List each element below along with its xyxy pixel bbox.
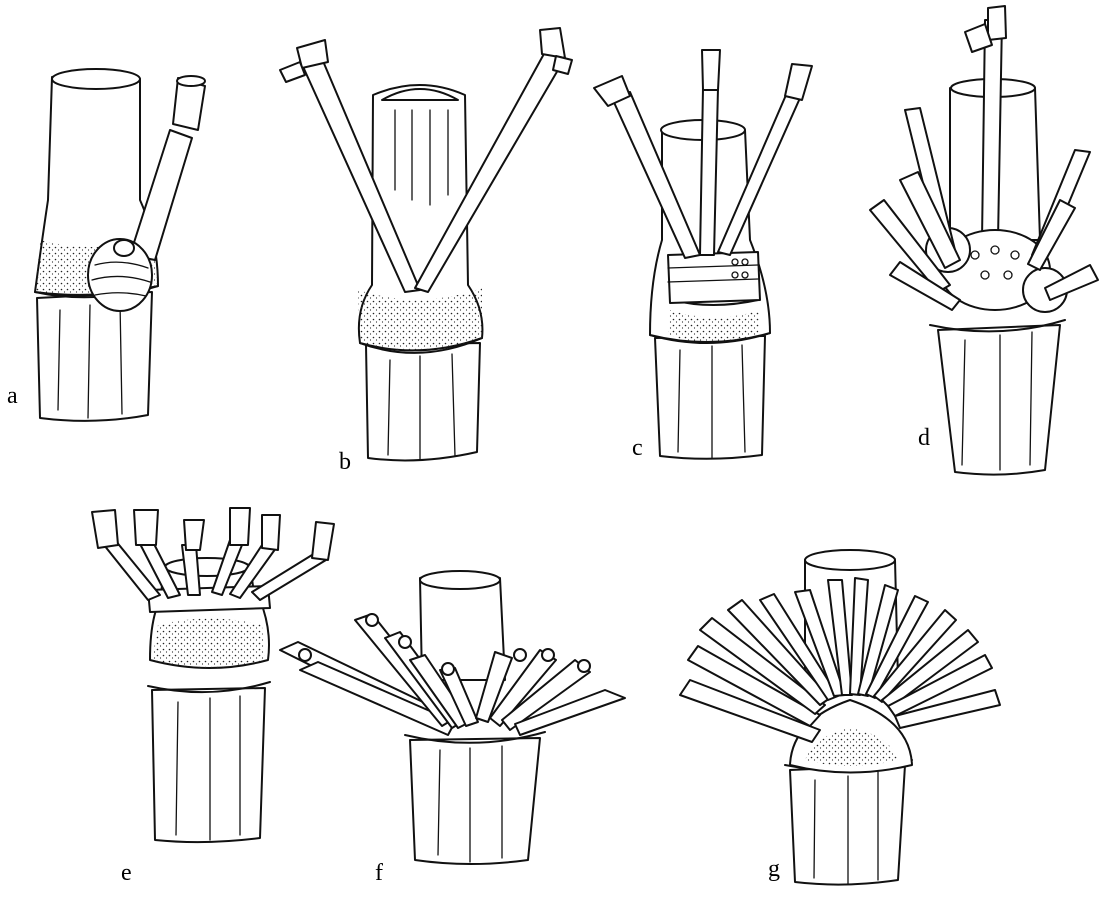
panel-f-drawing — [280, 571, 625, 864]
panel-label-f: f — [375, 861, 383, 885]
panel-label-e: e — [121, 861, 132, 885]
panel-a-drawing — [35, 69, 205, 421]
panel-label-d: d — [918, 426, 930, 450]
panel-e-drawing — [92, 508, 334, 842]
panel-g-drawing — [680, 550, 1000, 885]
panel-c-drawing — [594, 50, 812, 459]
panel-label-g: g — [768, 857, 780, 881]
panel-label-a: a — [7, 384, 18, 408]
panel-d-drawing — [870, 6, 1098, 475]
panel-label-b: b — [339, 450, 351, 474]
panel-label-c: c — [632, 436, 643, 460]
panel-b-drawing — [280, 28, 572, 460]
